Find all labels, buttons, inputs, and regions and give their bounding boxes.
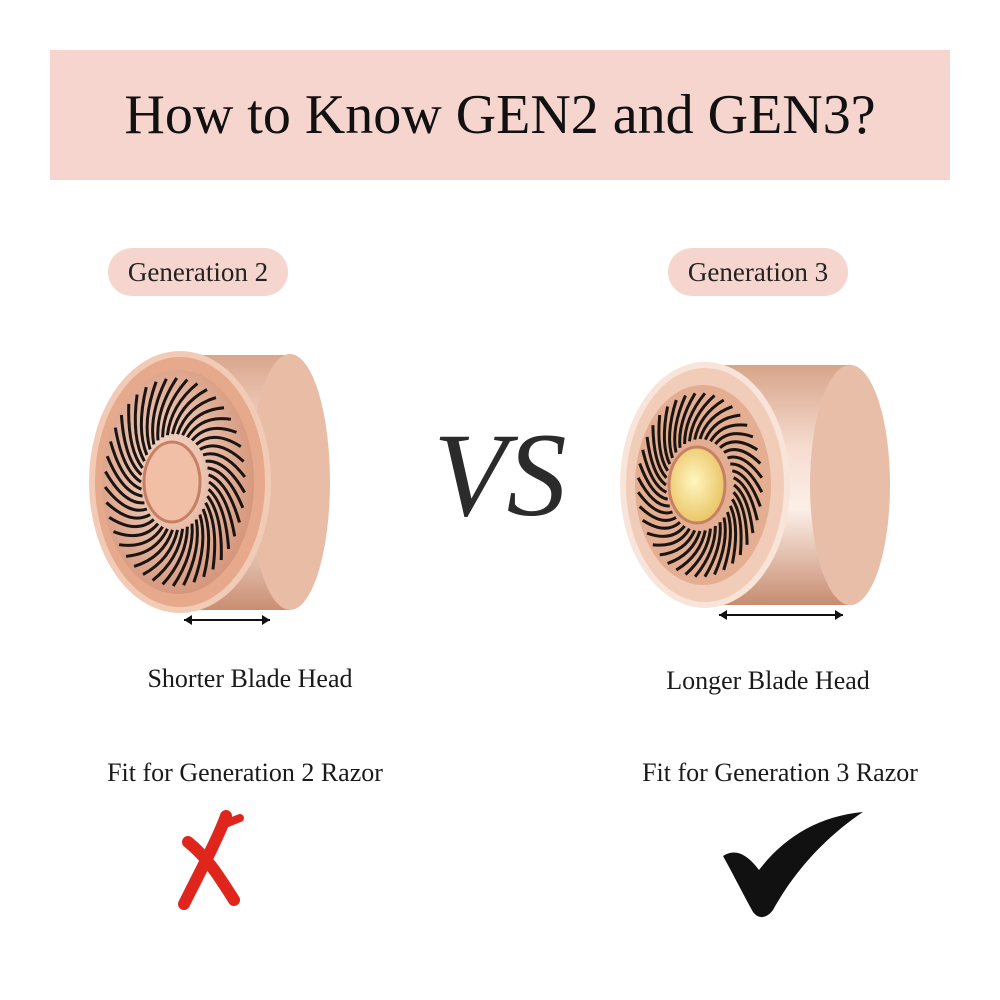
blade-spoke <box>722 511 732 571</box>
blade-spoke <box>718 440 759 452</box>
blade-spoke <box>732 491 749 545</box>
blade-spoke <box>659 529 697 557</box>
blade-spoke <box>727 455 764 479</box>
blade-spoke <box>732 476 759 521</box>
blade-spoke <box>709 423 748 443</box>
blade-spoke <box>207 488 231 550</box>
blade-spoke <box>208 480 237 537</box>
blade-spoke <box>156 377 179 441</box>
blade-spoke <box>151 378 168 445</box>
blade-spoke <box>206 495 223 561</box>
blade-spoke <box>703 522 722 578</box>
blade-spoke <box>133 529 174 568</box>
blade-spoke <box>641 518 682 530</box>
blade-spoke <box>202 452 247 478</box>
blade-spoke <box>165 382 199 436</box>
blade-spoke <box>678 392 697 448</box>
blade-spoke <box>142 529 179 576</box>
blade-spoke <box>192 514 205 583</box>
blade-spoke <box>657 414 669 472</box>
blade-spoke <box>730 462 764 493</box>
blade-spoke <box>205 459 246 494</box>
blade-spoke <box>199 444 245 463</box>
blade-spoke <box>201 508 211 578</box>
blade-spoke <box>651 425 668 479</box>
blade-spoke <box>668 399 678 459</box>
blade-spoke <box>103 486 148 512</box>
blade-spoke <box>652 527 691 547</box>
blade-spoke <box>675 530 707 572</box>
blade-spoke <box>181 406 225 436</box>
gen3-label: Generation 3 <box>668 248 848 296</box>
blade-spoke <box>171 523 194 587</box>
cross-icon <box>178 810 244 910</box>
title-banner: How to Know GEN2 and GEN3? <box>50 50 950 180</box>
blade-spoke <box>646 525 686 538</box>
blade-spoke <box>662 406 672 465</box>
blade-spoke <box>151 528 185 582</box>
blade-spoke <box>714 432 754 445</box>
page-title: How to Know GEN2 and GEN3? <box>124 84 876 146</box>
blade-spoke <box>673 394 687 453</box>
blade-spoke <box>688 394 716 442</box>
blade-spoke <box>186 417 232 439</box>
blade-spoke <box>638 505 677 522</box>
blade-spoke <box>638 462 669 501</box>
blade-spoke <box>139 386 149 456</box>
blade-spoke <box>118 525 164 547</box>
blade-spoke <box>645 436 667 487</box>
blade-spoke <box>641 449 668 494</box>
blade-spoke <box>698 405 733 440</box>
blade-spoke <box>683 392 707 445</box>
blade-spoke <box>195 435 242 448</box>
blade-spoke <box>176 396 217 435</box>
blade-spoke <box>145 381 158 450</box>
blade-spoke <box>113 427 142 484</box>
check-icon <box>723 812 863 918</box>
blade-spoke <box>207 473 241 523</box>
blade-spoke <box>161 378 189 438</box>
blade-spoke <box>190 426 238 442</box>
blade-spoke <box>728 505 738 564</box>
blade-spoke <box>684 528 712 576</box>
gen3-fit-text: Fit for Generation 3 Razor <box>642 758 918 787</box>
gen3-caption: Longer Blade Head <box>666 666 870 695</box>
blade-spoke <box>723 448 762 465</box>
blade-spoke <box>713 517 727 576</box>
blade-spoke <box>182 519 199 586</box>
gen2-caption: Shorter Blade Head <box>147 664 353 693</box>
blade-spoke <box>171 388 208 435</box>
gen2-label: Generation 2 <box>108 248 288 296</box>
blade-spoke <box>112 522 160 538</box>
gen2-blade-head-image <box>89 351 330 625</box>
blade-spoke <box>207 466 245 509</box>
blade-spoke <box>204 502 217 570</box>
gen2-fit-text: Fit for Generation 2 Razor <box>107 758 383 787</box>
versus-text: VS <box>433 408 567 541</box>
blade-spoke <box>703 413 741 441</box>
gen3-blade-head-image <box>620 362 890 620</box>
blade-spoke <box>731 498 743 556</box>
blade-spoke <box>733 483 755 534</box>
blade-spoke <box>108 516 155 529</box>
blade-spoke <box>161 526 189 586</box>
blade-spoke <box>693 398 725 440</box>
blade-spoke <box>636 477 670 508</box>
blade-spoke <box>693 525 717 578</box>
blade-spoke <box>127 403 144 469</box>
blade-spoke <box>119 414 143 476</box>
blade-spoke <box>667 530 702 565</box>
blade-spoke <box>636 491 673 515</box>
blade-spoke <box>105 501 151 520</box>
blade-spoke <box>731 469 762 508</box>
blade-spoke <box>133 394 146 462</box>
blade-spoke <box>125 528 169 558</box>
blade-spoke <box>109 441 143 491</box>
blade-spoke <box>105 455 143 498</box>
blade-spoke <box>104 470 145 505</box>
